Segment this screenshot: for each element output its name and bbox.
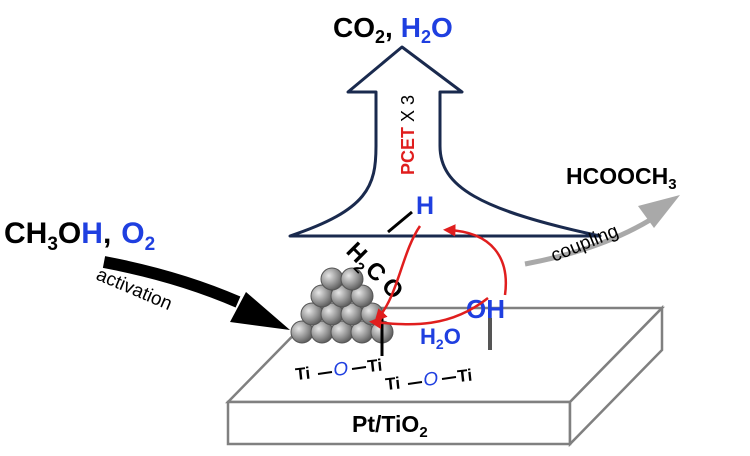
red-arrow-oh-to-h <box>443 224 508 296</box>
lattice-row-2: Ti O Ti <box>384 366 473 394</box>
water-label: H2O <box>420 324 461 352</box>
svg-text:O: O <box>422 369 439 391</box>
products-label: CO2,H2O <box>333 12 453 47</box>
red-arrow-oh-to-pt <box>369 297 489 330</box>
svg-text:Ti: Ti <box>366 356 383 376</box>
red-arrow-h-to-pt <box>374 225 422 322</box>
svg-text:Ti: Ti <box>294 364 311 384</box>
svg-text:Ti: Ti <box>456 366 473 386</box>
reactants-label: CH3OH,O2 <box>4 217 155 255</box>
upward-arrow-icon <box>288 45 602 238</box>
activation-arrow <box>102 256 241 308</box>
pcet-label: PCET X 3 <box>398 95 418 175</box>
methyl-formate-label: HCOOCH3 <box>566 163 677 193</box>
coupling-arrow <box>524 217 652 267</box>
c-h-bond <box>387 210 413 234</box>
slab-side <box>568 304 664 448</box>
coupling-arrowhead <box>638 195 680 228</box>
catalyst-label: Pt/TiO2 <box>352 411 428 441</box>
hydrogen-atom: H <box>416 192 434 220</box>
svg-text:Ti: Ti <box>384 374 401 394</box>
svg-text:O: O <box>332 359 349 381</box>
lattice-row-1: Ti O Ti <box>294 356 383 384</box>
activation-arrowhead <box>230 292 290 330</box>
